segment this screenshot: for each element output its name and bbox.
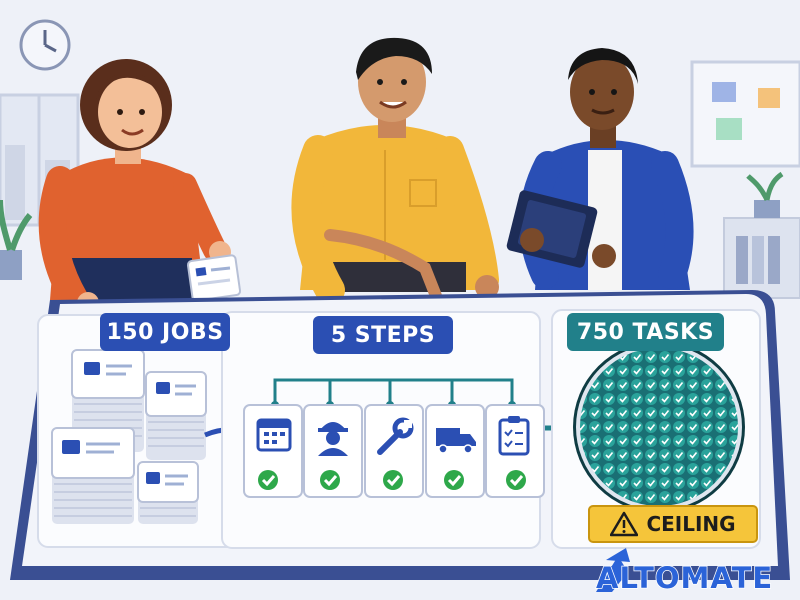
check-icon <box>383 470 403 490</box>
step-card <box>303 404 363 498</box>
tasks-count-label: 750 TASKS <box>567 313 724 351</box>
steps-panel <box>221 311 545 549</box>
check-icon <box>506 470 526 490</box>
ceiling-label: CEILING <box>646 512 736 536</box>
warning-icon <box>610 511 639 537</box>
plant-icon <box>746 171 784 218</box>
briefcase-icon <box>62 440 80 454</box>
person-man-right <box>506 48 694 290</box>
job-card-stack <box>137 461 199 524</box>
jobs-count-label: 150 JOBS <box>100 313 230 351</box>
steps-count-label: 5 STEPS <box>313 316 453 354</box>
person-woman <box>38 59 242 314</box>
step-card <box>485 404 545 498</box>
logo-mark <box>596 548 630 592</box>
plant-icon <box>0 199 33 280</box>
tasks-panel <box>551 309 761 549</box>
briefcase-icon <box>146 472 160 484</box>
check-icon <box>320 470 340 490</box>
wrench-icon <box>377 417 414 455</box>
clock-icon <box>19 19 71 71</box>
step-card <box>364 404 424 498</box>
calendar-icon <box>256 418 292 452</box>
check-icon <box>444 470 464 490</box>
step-card <box>425 404 485 498</box>
job-card-stack <box>51 427 135 524</box>
office-background <box>0 19 800 299</box>
truck-icon <box>436 428 476 454</box>
briefcase-icon <box>156 382 170 394</box>
ceiling-badge: CEILING <box>588 505 758 543</box>
briefcase-icon <box>84 362 100 375</box>
worker-icon <box>318 422 348 456</box>
logo-text: ALTOMATE <box>596 561 773 595</box>
task-circle <box>573 341 745 513</box>
altomate-logo: ALTOMATE <box>595 560 773 596</box>
clipboard-icon <box>498 416 530 456</box>
person-man-center <box>291 37 499 305</box>
job-card-stack <box>145 371 207 460</box>
document-card-icon <box>186 254 242 302</box>
step-card <box>243 404 303 498</box>
check-icon <box>258 470 278 490</box>
